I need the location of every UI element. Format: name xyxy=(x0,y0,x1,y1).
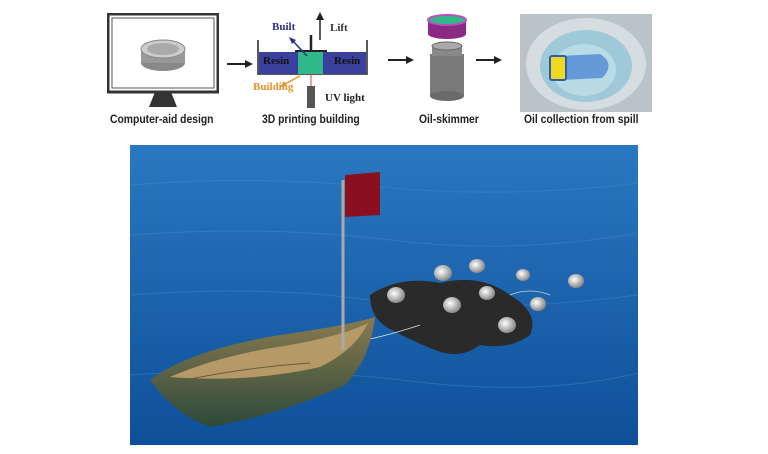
arrow-icon xyxy=(227,56,253,74)
arrow-icon xyxy=(388,52,414,70)
label-resin-right: Resin xyxy=(334,55,361,67)
oil-collection-photo xyxy=(520,14,652,112)
ocean-scene-illustration xyxy=(129,145,639,445)
monitor-illustration xyxy=(106,12,220,113)
caption-oil-collection-from-spill: Oil collection from spill xyxy=(524,114,639,126)
label-resin-left: Resin xyxy=(263,55,290,67)
caption-computer-aid-design: Computer-aid design xyxy=(110,114,214,126)
label-lift: Lift xyxy=(330,22,348,34)
caption-3d-printing-building: 3D printing building xyxy=(262,114,360,126)
printer-diagram xyxy=(255,10,380,110)
skimmer-discs xyxy=(387,259,584,333)
skimmer-illustration xyxy=(422,12,472,112)
label-uv-light: UV light xyxy=(325,92,365,104)
caption-oil-skimmer: Oil-skimmer xyxy=(419,114,479,126)
arrow-icon xyxy=(476,52,502,70)
label-building: Building xyxy=(253,81,294,93)
label-built: Built xyxy=(272,21,296,33)
